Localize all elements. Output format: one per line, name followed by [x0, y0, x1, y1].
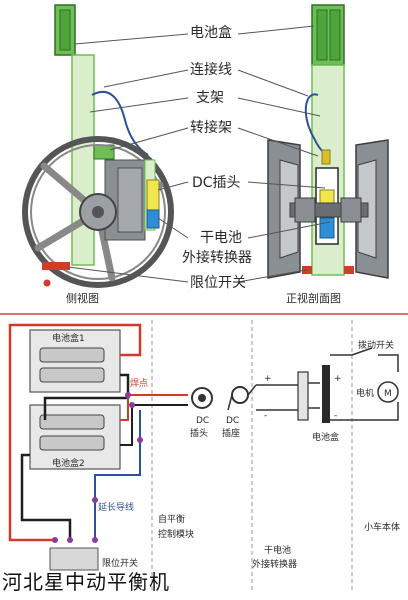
module-label-1: 自平衡 — [158, 513, 185, 525]
battery-1a — [39, 347, 105, 363]
label-bracket: 支架 — [196, 90, 224, 106]
car-battery-box — [322, 365, 330, 423]
toggle-switch-label: 拨动开关 — [358, 339, 394, 351]
converter-label-2: 外接转换器 — [252, 558, 297, 570]
motor-symbol — [377, 381, 399, 403]
zone-dividers — [151, 320, 353, 590]
watermark-caption: 河北星中动平衡机 — [2, 570, 170, 594]
side-bracket — [71, 54, 95, 266]
side-wheel-rim — [22, 136, 174, 288]
car-battery-minus: - — [334, 411, 337, 421]
side-view-title: 侧视图 — [66, 291, 99, 305]
battery-1b — [39, 367, 105, 383]
car-battery-box-label: 电池盒 — [312, 431, 339, 443]
red-wire-to-plug — [120, 394, 188, 421]
side-axle — [92, 206, 104, 218]
dc-socket-label-2: 插座 — [222, 427, 240, 439]
front-dc-plug-tip — [321, 149, 331, 165]
front-right-motor — [340, 197, 362, 223]
label-adapter-bracket: 转接架 — [190, 119, 232, 136]
front-view-title: 正视剖面图 — [286, 291, 341, 305]
converter-minus: - — [264, 411, 267, 421]
limit-switch-block — [49, 547, 99, 571]
motor-label: 电机 — [356, 387, 374, 399]
front-battery-cell-a — [316, 9, 328, 61]
battery-2a — [39, 414, 105, 430]
side-limit-switch — [42, 262, 70, 270]
side-motor-cap — [117, 167, 143, 233]
label-connecting-wire: 连接线 — [190, 61, 232, 78]
side-dc-plug — [146, 209, 160, 229]
side-dry-cell-converter — [146, 179, 160, 211]
converter-to-box-wires — [308, 382, 320, 409]
toggle-switch-symbol — [330, 347, 399, 372]
module-label-2: 控制模块 — [158, 528, 194, 540]
side-wheel-inner — [30, 144, 166, 280]
black-return-wire — [20, 453, 72, 540]
label-dc-plug: DC插头 — [192, 175, 241, 191]
battery-box-2-label: 电池盒2 — [52, 457, 85, 469]
label-external-converter: 外接转换器 — [182, 249, 252, 266]
battery-box-1-label: 电池盒1 — [52, 332, 85, 344]
dc-plug-label-1: DC — [196, 416, 209, 426]
front-section-view: 正视剖面图 — [267, 4, 389, 305]
side-battery-cells — [59, 9, 71, 51]
wiring-diagram: 电池盒1 电池盒2 焊点 DC 插头 DC 插座 — [0, 313, 408, 590]
converter-label-1: 干电池 — [264, 544, 291, 556]
label-dry-cell: 干电池 — [200, 230, 242, 246]
dc-socket-symbol — [231, 386, 249, 404]
black-wire-to-plug — [120, 404, 188, 446]
dc-socket-leads — [227, 384, 257, 411]
solder-nodes — [52, 392, 143, 543]
motor-symbol-letter: M — [384, 389, 392, 399]
top-leader-lines — [67, 25, 331, 283]
extension-wire-label: 延长导线 — [98, 501, 134, 513]
label-battery-box: 电池盒 — [190, 24, 232, 41]
front-left-motor — [294, 197, 316, 223]
dc-socket-label-1: DC — [226, 416, 239, 426]
dry-cell-converter-box — [297, 371, 309, 421]
dc-plug-label-2: 插头 — [190, 427, 208, 439]
front-battery-cell-b — [329, 9, 341, 61]
limit-switch-label-bottom: 限位开关 — [102, 557, 138, 569]
car-body-label: 小车本体 — [364, 521, 400, 533]
converter-wires — [256, 384, 300, 411]
label-limit-switch: 限位开关 — [190, 275, 246, 291]
red-wire — [8, 323, 142, 542]
side-limit-switch-wheel — [43, 279, 51, 287]
solder-point-label: 焊点 — [130, 377, 148, 389]
front-dc-plug — [319, 217, 335, 239]
side-view: 侧视图 — [22, 4, 174, 305]
converter-plus: + — [264, 374, 272, 384]
battery-2b — [39, 435, 105, 451]
front-limit-switch-left — [302, 266, 312, 274]
dc-plug-pin — [198, 394, 206, 402]
car-battery-plus: + — [334, 374, 342, 384]
front-limit-switch-right — [344, 266, 354, 274]
motor-return-wire — [330, 402, 399, 421]
